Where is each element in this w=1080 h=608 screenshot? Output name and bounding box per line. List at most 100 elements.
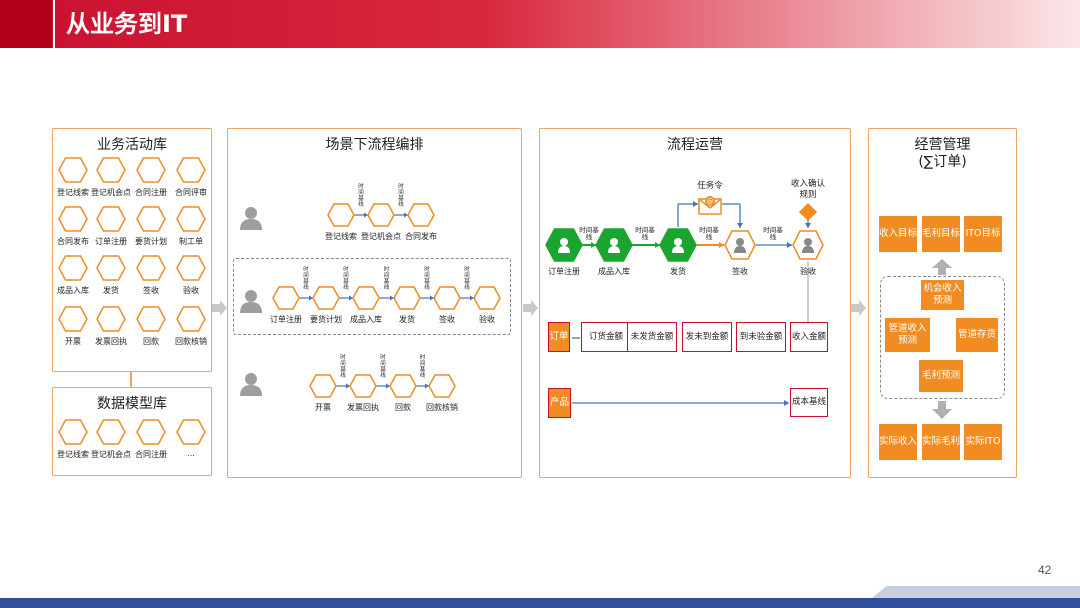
activity-label: 验收 bbox=[183, 286, 199, 295]
scene-hexagon bbox=[349, 374, 377, 398]
scene-step-label: 回款 bbox=[395, 403, 411, 412]
scene-hexagon bbox=[428, 374, 456, 398]
activity-label: 回款核销 bbox=[175, 337, 207, 346]
scene-step-label: 成品入库 bbox=[350, 315, 382, 324]
activity-hexagon bbox=[136, 157, 166, 183]
activity-hexagon bbox=[176, 255, 206, 281]
model-hexagon bbox=[58, 419, 88, 445]
person-icon bbox=[607, 237, 621, 257]
person-icon bbox=[671, 237, 685, 257]
activity-label: 开票 bbox=[65, 337, 81, 346]
time-baseline-label: 时间基线 bbox=[579, 226, 599, 241]
forecast-box: 机会收入预测 bbox=[921, 280, 964, 310]
footer-bar bbox=[0, 598, 1080, 608]
activity-label: 要货计划 bbox=[135, 237, 167, 246]
forecast-box: 毛利预测 bbox=[919, 360, 963, 392]
process-operation-panel: 流程运营 bbox=[539, 128, 851, 478]
target-box: ITO目标 bbox=[964, 216, 1002, 252]
activity-label: 成品入库 bbox=[57, 286, 89, 295]
activity-label: 签收 bbox=[143, 286, 159, 295]
scene-hexagon bbox=[327, 203, 355, 227]
activity-label: 回款 bbox=[143, 337, 159, 346]
flow-node-label: 订单注册 bbox=[548, 267, 580, 276]
page-title: 从业务到IT bbox=[66, 10, 188, 38]
flow-node-label: 发货 bbox=[670, 267, 686, 276]
scene-step-label: 登记线索 bbox=[325, 232, 357, 241]
activity-label: 登记机会点 bbox=[91, 188, 131, 197]
header-accent-block bbox=[0, 0, 52, 48]
data-model-title: 数据模型库 bbox=[97, 396, 167, 412]
scene-orchestration-title: 场景下流程编排 bbox=[325, 137, 424, 153]
scene-hexagon bbox=[433, 286, 461, 310]
model-label: 登记机会点 bbox=[91, 450, 131, 459]
flow-node-label: 签收 bbox=[732, 267, 748, 276]
flow-node-label: 验收 bbox=[800, 267, 816, 276]
management-title: 经营管理 bbox=[914, 137, 971, 153]
amount-box: 订货金额 bbox=[581, 322, 631, 352]
amount-box: 收入金额 bbox=[790, 322, 828, 352]
activity-hexagon bbox=[136, 255, 166, 281]
scene-step-label: 发货 bbox=[399, 315, 415, 324]
activity-label: 合同评审 bbox=[175, 188, 207, 197]
activity-hexagon bbox=[58, 157, 88, 183]
scene-hexagon bbox=[389, 374, 417, 398]
business-activity-title: 业务活动库 bbox=[97, 137, 167, 153]
target-box: 收入目标 bbox=[879, 216, 917, 252]
highlighted-scenario bbox=[233, 258, 511, 335]
revenue-rule-label: 收入确认规则 bbox=[790, 179, 825, 200]
arrow-right-icon bbox=[523, 300, 538, 316]
activity-label: 合同注册 bbox=[135, 188, 167, 197]
scene-hexagon bbox=[393, 286, 421, 310]
scene-hexagon bbox=[473, 286, 501, 310]
scene-step-label: 开票 bbox=[315, 403, 331, 412]
scene-step-label: 合同发布 bbox=[405, 232, 437, 241]
model-hexagon bbox=[136, 419, 166, 445]
person-icon bbox=[240, 207, 262, 230]
scene-step-label: 要货计划 bbox=[310, 315, 342, 324]
person-icon bbox=[557, 237, 571, 257]
time-baseline-label: 时间基线 bbox=[340, 355, 346, 379]
cost-baseline-box: 成本基线 bbox=[790, 388, 828, 417]
activity-hexagon bbox=[96, 255, 126, 281]
process-operation-title: 流程运营 bbox=[667, 137, 723, 153]
actual-box: 实际收入 bbox=[879, 424, 917, 460]
scene-hexagon bbox=[312, 286, 340, 310]
scene-hexagon bbox=[272, 286, 300, 310]
activity-hexagon bbox=[96, 306, 126, 332]
model-label: 登记线索 bbox=[57, 450, 89, 459]
time-baseline-label: 时间基线 bbox=[303, 267, 309, 291]
activity-label: 发货 bbox=[103, 286, 119, 295]
time-baseline-label: 时间基线 bbox=[424, 267, 430, 291]
scene-hexagon bbox=[352, 286, 380, 310]
activity-label: 发票回执 bbox=[95, 337, 127, 346]
arrow-right-icon bbox=[851, 300, 866, 316]
activity-hexagon bbox=[176, 206, 206, 232]
time-baseline-label: 时间基线 bbox=[383, 267, 390, 291]
flow-node-label: 成品入库 bbox=[598, 267, 630, 276]
amount-box: 到未验金额 bbox=[736, 322, 786, 352]
time-baseline-label: 时间基线 bbox=[699, 226, 719, 241]
activity-hexagon bbox=[136, 306, 166, 332]
time-baseline-label: 时间基线 bbox=[358, 184, 364, 208]
activity-hexagon bbox=[136, 206, 166, 232]
scene-hexagon bbox=[367, 203, 395, 227]
person-icon bbox=[240, 290, 262, 313]
activity-label: 登记线索 bbox=[57, 188, 89, 197]
model-label: ... bbox=[187, 449, 195, 458]
person-icon bbox=[733, 237, 747, 257]
activity-hexagon bbox=[58, 255, 88, 281]
activity-hexagon bbox=[96, 206, 126, 232]
forecast-box: 管道收入预测 bbox=[885, 318, 930, 352]
time-baseline-label: 时间基线 bbox=[343, 267, 349, 291]
diamond-icon bbox=[799, 203, 817, 225]
target-box: 毛利目标 bbox=[922, 216, 960, 252]
amount-box: 发未到金额 bbox=[682, 322, 732, 352]
person-icon bbox=[801, 237, 815, 257]
scene-step-label: 回款核销 bbox=[426, 403, 458, 412]
time-baseline-label: 时间基线 bbox=[419, 355, 426, 379]
time-baseline-label: 时间基线 bbox=[763, 226, 783, 241]
activity-label: 订单注册 bbox=[95, 237, 127, 246]
activity-hexagon bbox=[58, 206, 88, 232]
person-icon bbox=[240, 373, 262, 396]
product-tag: 产品 bbox=[548, 388, 571, 418]
